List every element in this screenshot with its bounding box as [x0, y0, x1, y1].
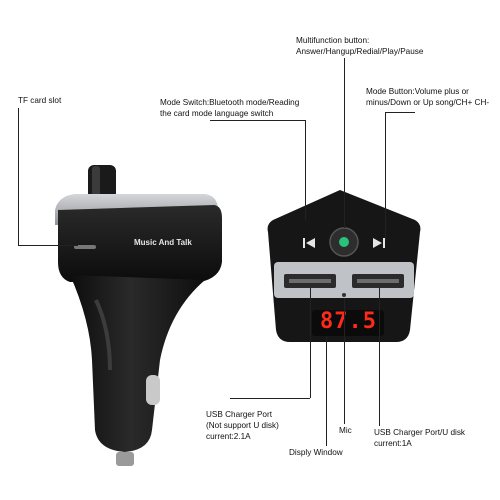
label-usb-right-line2: current:1A: [374, 439, 412, 448]
tf-card-slot[interactable]: [74, 245, 96, 249]
mic-hole: [342, 293, 346, 297]
device-side-label: Music And Talk: [134, 238, 192, 247]
label-mic: Mic: [339, 426, 352, 435]
label-multifunction-line2: Answer/Hangup/Redial/Play/Pause: [296, 47, 424, 56]
label-multifunction-line1: Multifunction button:: [296, 36, 370, 45]
label-usb-left-line1: USB Charger Port: [206, 410, 272, 419]
leader-mode-button-vertical: [385, 112, 386, 240]
leader-usb-left: [310, 288, 311, 398]
label-mode-button-line1: Mode Button:Volume plus or: [366, 87, 469, 96]
leader-mic: [344, 298, 345, 424]
leader-display: [326, 336, 327, 446]
leader-usb-left-foot: [230, 398, 310, 399]
leader-multifunction: [344, 58, 345, 228]
skip-back-icon[interactable]: [303, 238, 315, 248]
skip-forward-icon[interactable]: [373, 238, 385, 248]
label-usb-left-line3: current:2.1A: [206, 432, 251, 441]
leader-mode-button-horizontal: [385, 112, 415, 113]
plug-tip: [116, 452, 134, 466]
charger-head: [58, 205, 222, 282]
label-tf-card-slot: TF card slot: [18, 96, 62, 105]
leader-tf-horizontal: [18, 245, 78, 246]
label-usb-left-line2: (Not support U disk): [206, 421, 279, 430]
label-mode-switch-line1: Mode Switch:Bluetooth mode/Reading: [160, 98, 300, 107]
label-mode-button-line2: minus/Down or Up song/CH+ CH-: [366, 98, 490, 107]
display-window: [312, 310, 384, 336]
display-reading: 87.5: [320, 309, 377, 334]
label-usb-right-line1: USB Charger Port/U disk: [374, 428, 466, 437]
leader-usb-right: [379, 288, 380, 426]
plug-contact-side: [146, 375, 160, 405]
leader-mode-switch-horizontal: [210, 120, 305, 121]
leader-mode-switch-vertical: [305, 120, 306, 220]
label-display-window: Disply Window: [289, 448, 343, 457]
label-mode-switch-line2: the card mode language switch: [160, 109, 274, 118]
leader-tf-vertical: [18, 108, 19, 245]
